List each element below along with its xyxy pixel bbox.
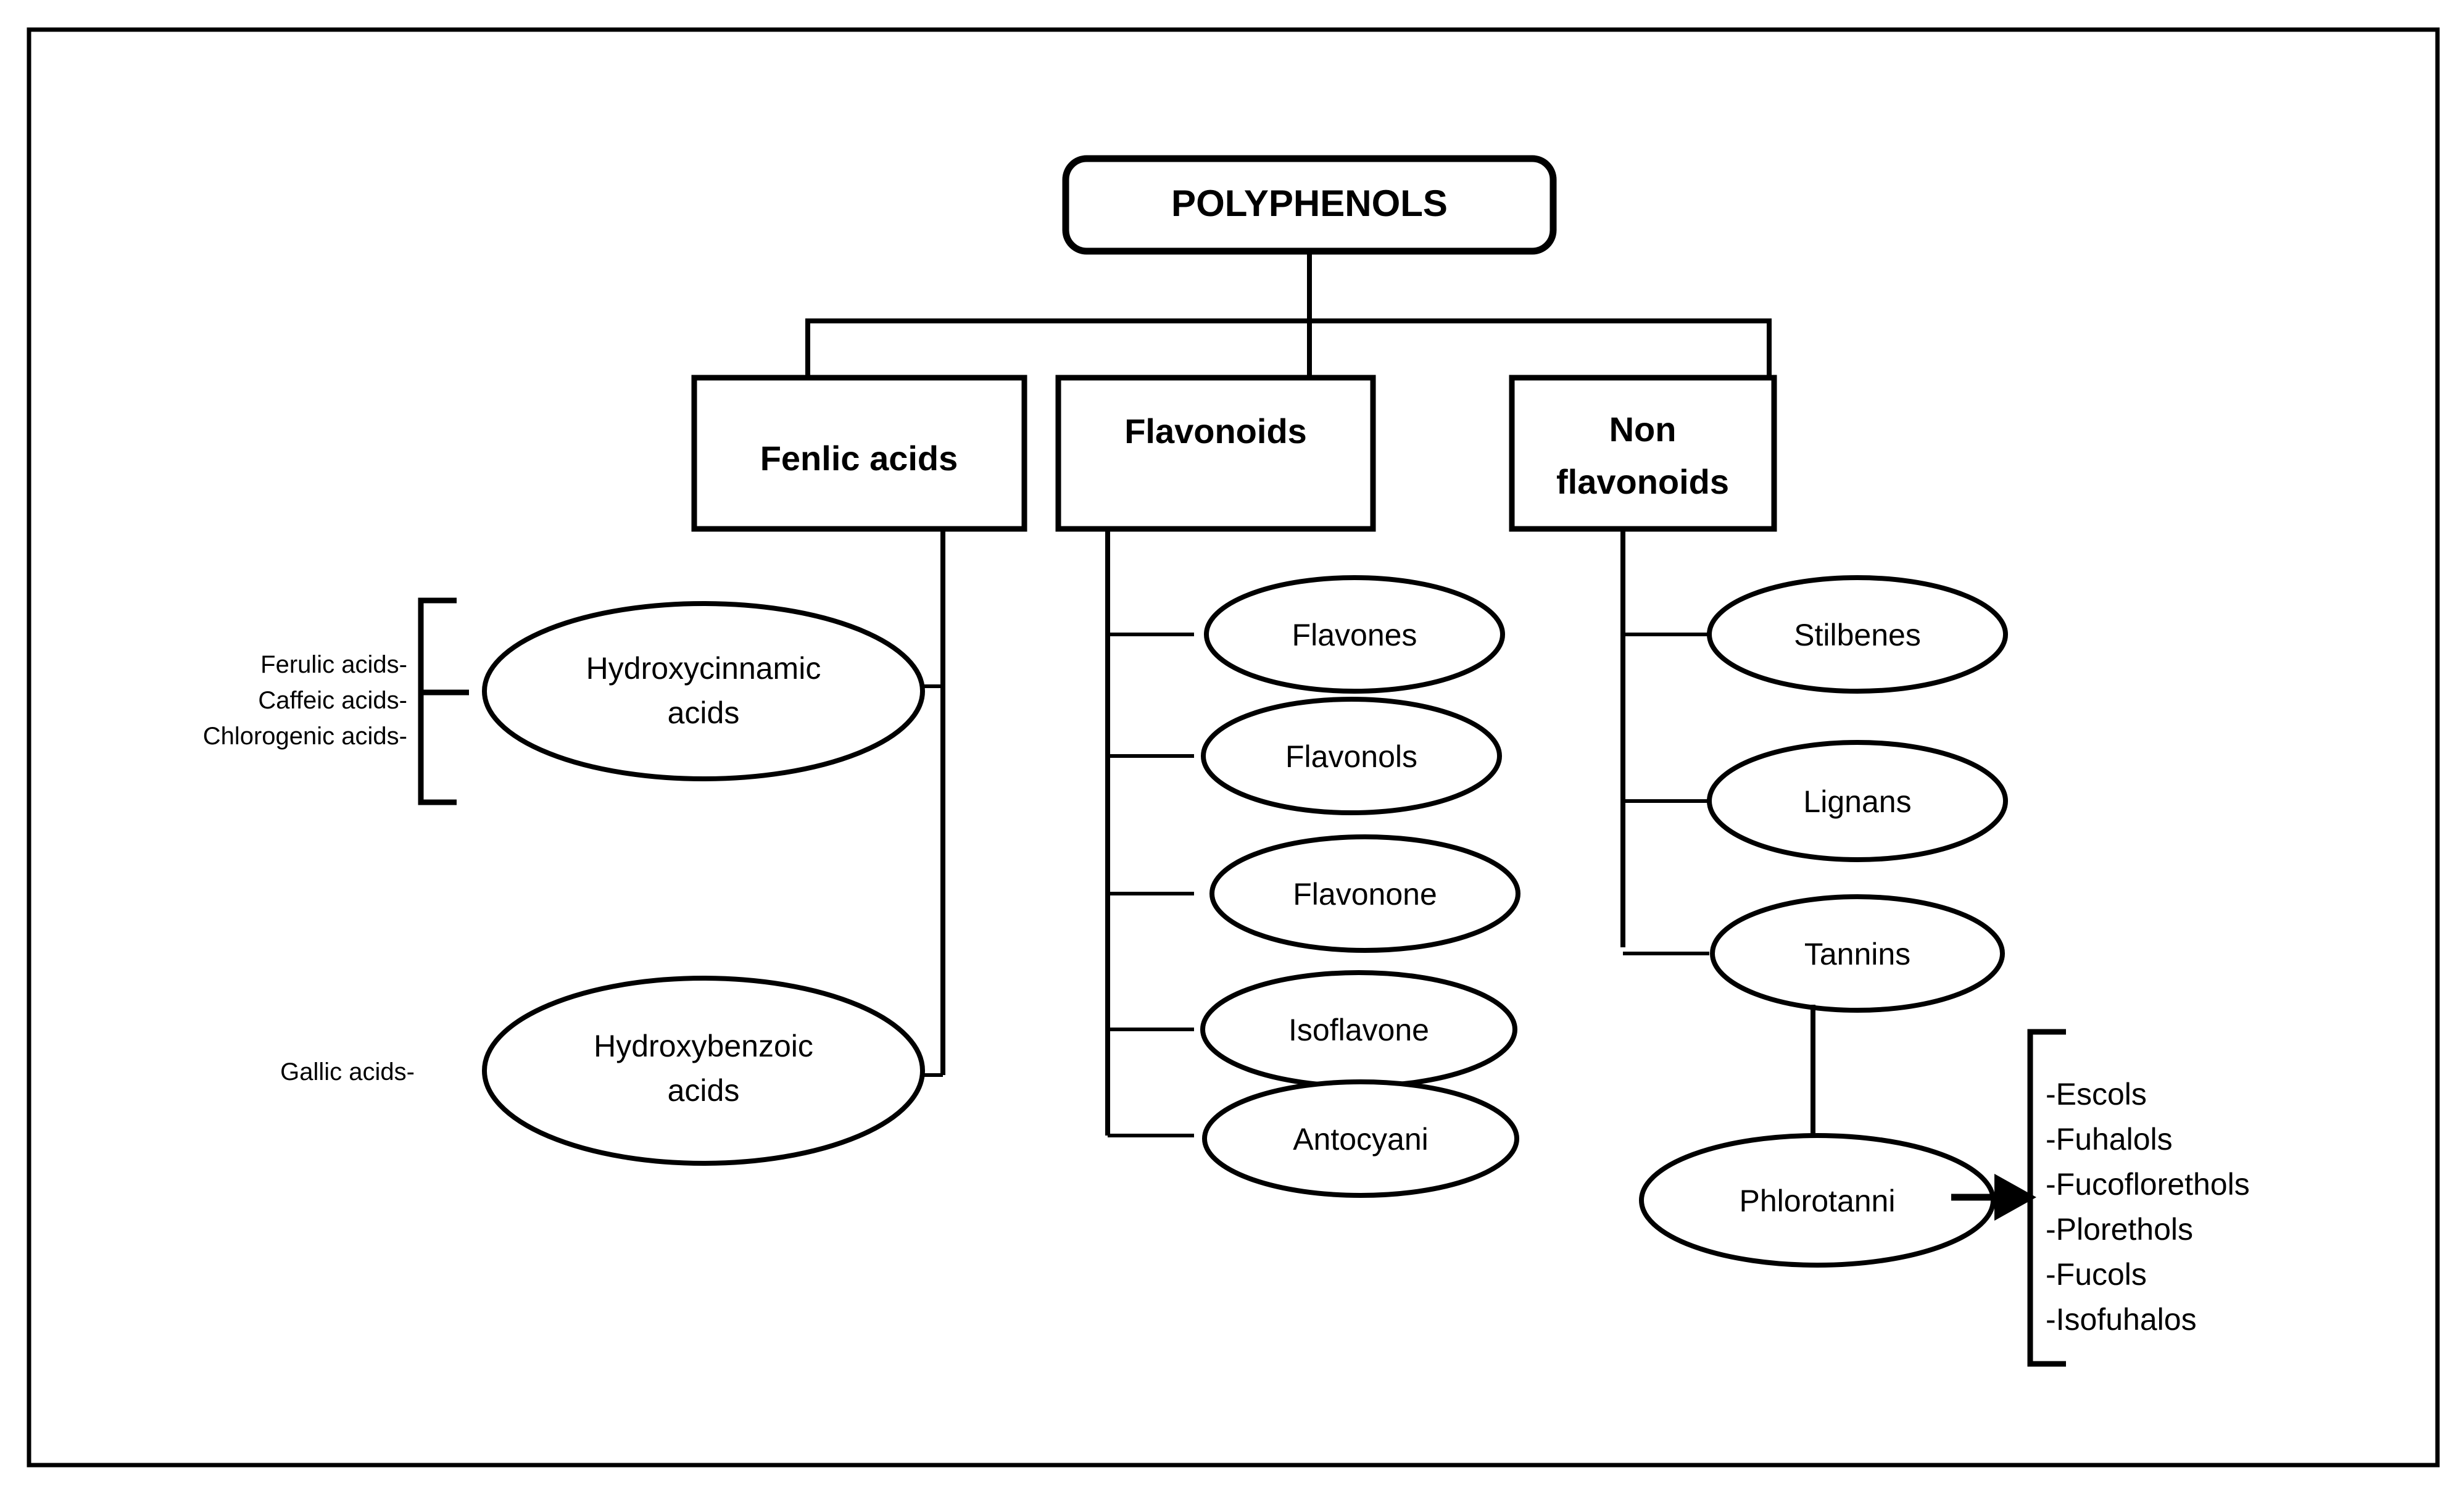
list-item-fucoflorethols: -Fucoflorethols: [2046, 1167, 2250, 1202]
root-node-label: POLYPHENOLS: [1171, 183, 1448, 224]
side-label-caffeic-acids: Caffeic acids-: [258, 687, 407, 714]
bracket-hydroxycinnamic-examples: [418, 597, 457, 805]
node-label-hydroxybenzoic-line1: Hydroxybenzoic: [594, 1029, 813, 1063]
category-box-fenlic-acids[interactable]: [691, 375, 1027, 532]
node-lignans[interactable]: [1707, 740, 2008, 862]
node-flavones[interactable]: [1204, 575, 1505, 694]
node-label-lignans: Lignans: [1803, 784, 1911, 819]
outer-frame: [27, 27, 2440, 1468]
node-label-isoflavone: Isoflavone: [1288, 1013, 1429, 1047]
list-item-isofuhalos: -Isofuhalos: [2046, 1302, 2197, 1337]
node-label-flavonone: Flavonone: [1293, 877, 1437, 912]
node-antocyani[interactable]: [1202, 1079, 1519, 1198]
node-label-phlorotanni: Phlorotanni: [1740, 1184, 1896, 1218]
category-box-flavonoids[interactable]: [1055, 375, 1376, 532]
list-item-fuhalols: -Fuhalols: [2046, 1122, 2173, 1157]
node-label-hydroxycinnamic-line2: acids: [668, 696, 740, 730]
node-label-tannins: Tannins: [1804, 937, 1910, 971]
category-label-non-flavonoids-line1: Non: [1609, 410, 1677, 449]
node-label-hydroxybenzoic-line2: acids: [668, 1073, 740, 1108]
node-label-flavones: Flavones: [1292, 618, 1417, 652]
node-hydroxybenzoic-acids[interactable]: [482, 976, 925, 1166]
list-item-fucols: -Fucols: [2046, 1257, 2147, 1292]
list-item-escols: -Escols: [2046, 1077, 2147, 1111]
list-item-plorethols: -Plorethols: [2046, 1212, 2193, 1247]
node-flavonone[interactable]: [1209, 834, 1520, 953]
side-label-ferulic-acids: Ferulic acids-: [260, 651, 407, 678]
node-label-flavonols: Flavonols: [1285, 739, 1417, 774]
node-flavonols[interactable]: [1201, 697, 1502, 815]
node-tannins[interactable]: [1710, 894, 2005, 1013]
node-label-hydroxycinnamic-line1: Hydroxycinnamic: [586, 651, 821, 686]
side-label-chlorogenic-acids: Chlorogenic acids-: [203, 723, 407, 750]
node-stilbenes[interactable]: [1707, 575, 2008, 694]
category-label-non-flavonoids-line2: flavonoids: [1556, 462, 1729, 501]
side-label-gallic-acids: Gallic acids-: [280, 1058, 415, 1086]
category-label-fenlic-acids: Fenlic acids: [760, 439, 958, 478]
node-label-antocyani: Antocyani: [1293, 1122, 1429, 1157]
node-hydroxycinnamic-acids[interactable]: [482, 601, 925, 781]
node-label-stilbenes: Stilbenes: [1794, 618, 1921, 652]
category-box-non-flavonoids[interactable]: [1509, 375, 1777, 532]
category-label-flavonoids: Flavonoids: [1124, 412, 1307, 451]
